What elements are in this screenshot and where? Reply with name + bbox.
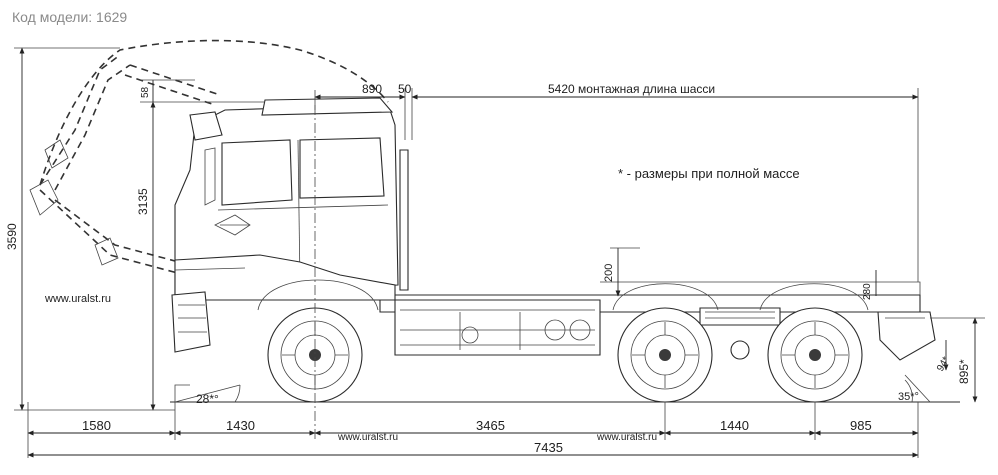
cab-height-label: 3135	[136, 188, 150, 215]
departure-angle-label: 35*°	[898, 391, 919, 403]
last-rear-wheel	[767, 307, 863, 403]
exhaust-pipe	[399, 149, 409, 291]
middle-rear-wheel	[617, 307, 713, 403]
wheelbase-label: 3465	[476, 418, 505, 433]
mass-note: * - размеры при полной массе	[618, 166, 800, 181]
dim-overall-height: 3590	[5, 47, 175, 411]
rear-height-label: 895*	[957, 359, 971, 384]
side-window-rear	[299, 137, 385, 199]
dim-bottom-row: 1580 1430 3465 1440 985 7435 www.uralst.…	[27, 402, 919, 458]
approach-angle: 28*°	[196, 384, 241, 406]
cab-to-axis-label: 890	[362, 82, 382, 96]
website-bottom-2: www.uralst.ru	[596, 432, 657, 443]
website-bottom-1: www.uralst.ru	[337, 432, 398, 443]
truck-side-view	[171, 97, 936, 361]
rear-overhang-label: 985	[850, 418, 872, 433]
overall-length-label: 7435	[534, 440, 563, 455]
roof-light	[189, 111, 223, 141]
axle-hub-center	[730, 340, 750, 360]
chassis-mount-length-label: 5420 монтажная длина шасси	[548, 82, 715, 96]
side-window-front	[221, 139, 293, 206]
website-left: www.uralst.ru	[44, 293, 111, 305]
dim-rear-height: 895*	[930, 317, 985, 403]
dim-top-row: 890 50 5420 монтажная длина шасси	[314, 82, 919, 282]
rear-small-label: 94*	[935, 355, 952, 374]
frame-section-label: 280	[862, 283, 873, 300]
front-overhang-label: 1580	[82, 418, 111, 433]
dim-cab-height: 3135	[136, 101, 265, 411]
overall-height-label: 3590	[5, 223, 19, 250]
approach-angle-label: 28*°	[196, 392, 219, 406]
rear-bumper	[877, 311, 936, 361]
dim-frame-section: 280	[862, 270, 877, 300]
rear-spring	[699, 307, 781, 326]
to-first-axle-label: 1430	[226, 418, 255, 433]
model-code-title: Код модели: 1629	[12, 9, 127, 25]
bogie-spacing-label: 1440	[720, 418, 749, 433]
dim-frame-height: 200	[603, 247, 640, 297]
dim-rear-small: 94*	[935, 340, 952, 374]
frame-height-label: 200	[603, 264, 615, 282]
fuel-tank	[394, 299, 601, 356]
departure-angle: 35*°	[898, 379, 919, 403]
dim-mirror-offset: 58	[140, 79, 195, 102]
front-bumper	[171, 291, 211, 353]
gap-50-label: 50	[398, 82, 412, 96]
mirror-offset-label: 58	[140, 86, 151, 98]
cab-roof	[261, 97, 394, 116]
